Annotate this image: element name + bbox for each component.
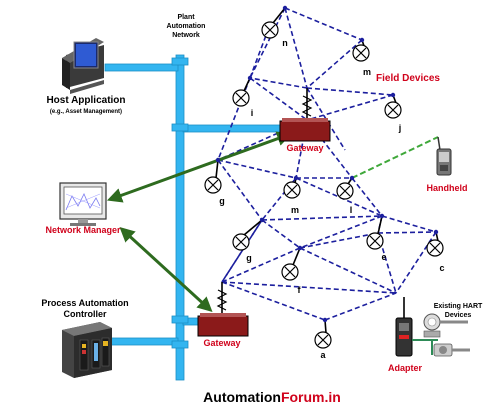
device-x-mark	[317, 334, 329, 346]
gateway-upper-node	[279, 88, 331, 142]
network-manager-label: Network Manager	[45, 225, 121, 235]
diagram-labels: Plant Automation Network Host Applicatio…	[41, 14, 483, 405]
gateway-upper-label: Gateway	[286, 143, 323, 153]
footer-brand-part2: Forum.in	[281, 389, 341, 405]
device-x-mark	[355, 47, 367, 59]
hart-line1: Existing HART	[434, 303, 483, 310]
controller-line1: Process Automation	[41, 298, 128, 308]
device-label: l	[350, 205, 353, 215]
device-dot	[349, 175, 355, 181]
device-x-mark	[235, 236, 247, 248]
device-label: m	[363, 67, 371, 77]
device-dot	[247, 75, 253, 81]
hart-line2: Devices	[445, 312, 472, 319]
device-antenna	[243, 77, 251, 92]
device-antenna	[377, 215, 383, 235]
field-device-f: f	[281, 245, 303, 295]
device-dot	[379, 213, 385, 219]
device-label: n	[282, 38, 288, 48]
device-label: f	[298, 285, 302, 295]
controller-cabinet-icon	[62, 322, 112, 378]
device-dot	[359, 37, 365, 43]
host-computer-icon	[62, 38, 104, 94]
network-manager-monitor-icon	[59, 182, 107, 226]
device-x-mark	[207, 179, 219, 191]
field-device-g: g	[204, 157, 225, 206]
device-antenna	[292, 247, 301, 266]
device-label: a	[320, 350, 326, 360]
field-device-c: c	[426, 229, 445, 273]
controller-line2: Controller	[63, 309, 106, 319]
device-label: g	[219, 196, 225, 206]
device-label: m	[291, 205, 299, 215]
device-x-mark	[387, 104, 399, 116]
device-x-mark	[284, 266, 296, 278]
device-x-mark	[264, 24, 276, 36]
mesh-links	[217, 7, 437, 321]
device-x-mark	[339, 185, 351, 197]
adapter-label: Adapter	[388, 363, 423, 373]
device-label: e	[381, 252, 386, 262]
device-label: i	[251, 108, 254, 118]
field-device-g: g	[232, 217, 265, 263]
device-x-mark	[429, 242, 441, 254]
device-antenna	[272, 7, 286, 24]
field-device-a: a	[314, 317, 332, 360]
field-devices-label: Field Devices	[376, 73, 440, 84]
host-subtitle: (e.g., Asset Management)	[50, 109, 122, 115]
plant-network-pipes	[104, 54, 281, 381]
field-device-nodes: n m i j g m l g f e c a	[204, 5, 445, 360]
device-dot	[433, 229, 439, 235]
device-antenna	[243, 219, 263, 236]
gateway-lower-node	[197, 282, 249, 337]
device-label: c	[439, 263, 444, 273]
device-dot	[215, 157, 221, 163]
device-x-mark	[286, 184, 298, 196]
footer-brand: AutomationForum.in	[203, 389, 341, 405]
field-device-e: e	[366, 213, 387, 262]
field-device-m: m	[352, 37, 371, 77]
handheld-icon	[436, 136, 452, 176]
field-device-j: j	[384, 92, 402, 133]
device-dot	[259, 217, 265, 223]
device-dot	[297, 245, 303, 251]
manager-arrows	[106, 131, 293, 313]
device-dot	[322, 317, 328, 323]
device-label: j	[398, 123, 402, 133]
network-title-line3: Network	[172, 32, 200, 39]
field-device-n: n	[261, 5, 288, 48]
field-device-l: l	[336, 175, 355, 215]
footer-brand-part1: Automation	[203, 389, 281, 405]
field-device-m: m	[283, 175, 301, 215]
device-dot	[390, 92, 396, 98]
device-x-mark	[235, 92, 247, 104]
adapter-icon	[395, 297, 438, 357]
network-title-line2: Automation	[167, 23, 206, 30]
gateway-lower-label: Gateway	[203, 338, 240, 348]
network-title-line1: Plant	[177, 14, 195, 21]
device-label: g	[246, 253, 252, 263]
field-device-i: i	[232, 75, 254, 118]
hart-devices-icon	[423, 313, 470, 357]
handheld-label: Handheld	[426, 183, 467, 193]
handheld-link	[351, 136, 439, 179]
host-title: Host Application	[46, 95, 125, 106]
device-x-mark	[369, 235, 381, 247]
device-dot	[293, 175, 299, 181]
device-dot	[282, 5, 288, 11]
device-antenna	[215, 159, 219, 179]
